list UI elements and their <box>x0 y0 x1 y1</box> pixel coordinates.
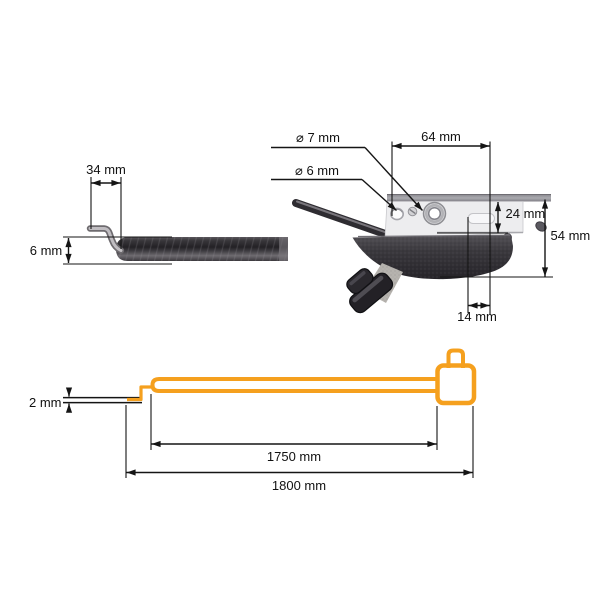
knob-top-highlight <box>349 271 366 286</box>
bracket-top-flange <box>387 194 551 202</box>
leader-arrow-dia7 <box>364 147 424 211</box>
dim-label-dia6: ⌀ 6 mm <box>295 163 339 178</box>
small-hole <box>389 207 404 221</box>
lever-top-highlight <box>357 234 511 238</box>
dim-label-dia7: ⌀ 7 mm <box>296 130 340 145</box>
inner-wire-highlight <box>88 227 123 252</box>
plate-pin <box>535 221 547 232</box>
grommet-ring <box>424 204 444 224</box>
outline-end-fitting <box>435 363 477 406</box>
knob-top <box>346 268 374 295</box>
grommet-hole <box>427 206 442 221</box>
dim-label-24mm: 24 mm <box>506 206 546 221</box>
dim-label-14mm: 14 mm <box>457 309 497 324</box>
plate-screw-slot <box>409 208 416 215</box>
dim-label-6mm: 6 mm <box>30 243 63 258</box>
dim-label-1750mm: 1750 mm <box>267 449 321 464</box>
cable-sheath-texture <box>116 237 288 261</box>
outline-end-nipple <box>446 348 465 368</box>
cable-end-dimensions: 34 mm 6 mm <box>30 162 172 265</box>
bracket-dimensions: 64 mm ⌀ 7 mm ⌀ 6 mm 24 mm 54 mm 14 mm <box>271 129 590 324</box>
throttle-cable <box>292 199 395 240</box>
throttle-cable-highlight <box>296 200 390 235</box>
outline-dimensions: 2 mm 1750 mm 1800 mm <box>29 387 474 493</box>
knob-base-highlight <box>352 275 384 303</box>
dim-label-34mm: 34 mm <box>86 162 126 177</box>
dim-label-64mm: 64 mm <box>421 129 461 144</box>
dim-label-2mm: 2 mm <box>29 395 62 410</box>
outline-wire-step <box>127 385 154 402</box>
throttle-lever-photo <box>292 193 551 314</box>
cable-sheath-cut-end <box>279 237 288 261</box>
dim-label-54mm: 54 mm <box>551 228 591 243</box>
cable-outline-drawing <box>63 348 477 406</box>
cable-end-photo <box>86 225 288 261</box>
leader-arrow-dia6 <box>361 178 397 212</box>
lever-knob <box>346 268 394 314</box>
outline-sheath <box>150 377 437 393</box>
dim-label-1800mm: 1800 mm <box>272 478 326 493</box>
